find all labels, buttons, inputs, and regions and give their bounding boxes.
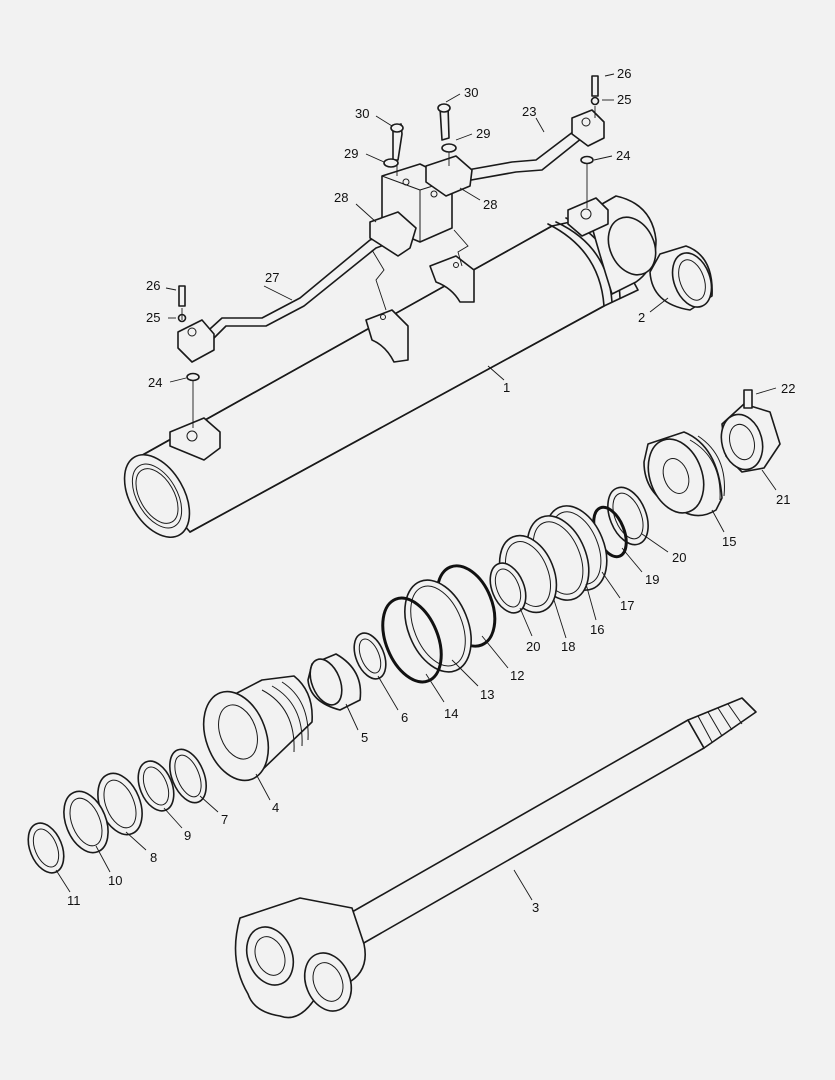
part-15-piston xyxy=(643,431,725,517)
part-4-rod-guide xyxy=(202,675,313,782)
part-5-bushing xyxy=(307,653,362,711)
label-25a: 25 xyxy=(617,92,631,107)
label-11: 11 xyxy=(67,893,81,908)
part-28-clamps xyxy=(369,155,473,257)
label-18: 18 xyxy=(561,639,575,654)
label-14: 14 xyxy=(444,706,458,721)
label-4: 4 xyxy=(272,800,279,815)
part-fasteners xyxy=(177,75,600,428)
label-25b: 25 xyxy=(146,310,160,325)
label-30b: 30 xyxy=(464,85,478,100)
label-3: 3 xyxy=(532,900,539,915)
part-flange-top-right xyxy=(571,109,605,147)
label-19: 19 xyxy=(645,572,659,587)
label-6: 6 xyxy=(401,710,408,725)
part-23-tube xyxy=(455,121,593,183)
label-24b: 24 xyxy=(148,375,162,390)
part-21-nut xyxy=(720,403,781,473)
label-1: 1 xyxy=(503,380,510,395)
label-5: 5 xyxy=(361,730,368,745)
label-9: 9 xyxy=(184,828,191,843)
leader-lines xyxy=(55,73,777,901)
label-29b: 29 xyxy=(476,126,490,141)
label-10: 10 xyxy=(108,873,122,888)
part-front-rings xyxy=(27,748,207,874)
label-26a: 26 xyxy=(617,66,631,81)
part-1-cylinder-barrel xyxy=(123,195,657,539)
part-2-bushing xyxy=(649,245,713,311)
label-15: 15 xyxy=(722,534,736,549)
label-30a: 30 xyxy=(355,106,369,121)
label-29a: 29 xyxy=(344,146,358,161)
callout-labels: 1 2 3 4 5 6 7 8 9 10 11 12 13 14 15 16 1… xyxy=(67,66,795,915)
label-22: 22 xyxy=(781,381,795,396)
label-12: 12 xyxy=(510,668,524,683)
label-28a: 28 xyxy=(334,190,348,205)
label-26b: 26 xyxy=(146,278,160,293)
label-20b: 20 xyxy=(526,639,540,654)
label-24a: 24 xyxy=(616,148,630,163)
label-20a: 20 xyxy=(672,550,686,565)
part-flange-left xyxy=(177,319,215,363)
label-27: 27 xyxy=(265,270,279,285)
label-28b: 28 xyxy=(483,197,497,212)
label-16: 16 xyxy=(590,622,604,637)
label-13: 13 xyxy=(480,687,494,702)
label-2: 2 xyxy=(638,310,645,325)
label-23: 23 xyxy=(522,104,536,119)
part-seal-rings xyxy=(381,486,649,684)
label-8: 8 xyxy=(150,850,157,865)
part-22-set-screw xyxy=(743,389,753,409)
part-3-piston-rod xyxy=(234,697,757,1019)
label-17: 17 xyxy=(620,598,634,613)
label-21: 21 xyxy=(776,492,790,507)
label-7: 7 xyxy=(221,812,228,827)
